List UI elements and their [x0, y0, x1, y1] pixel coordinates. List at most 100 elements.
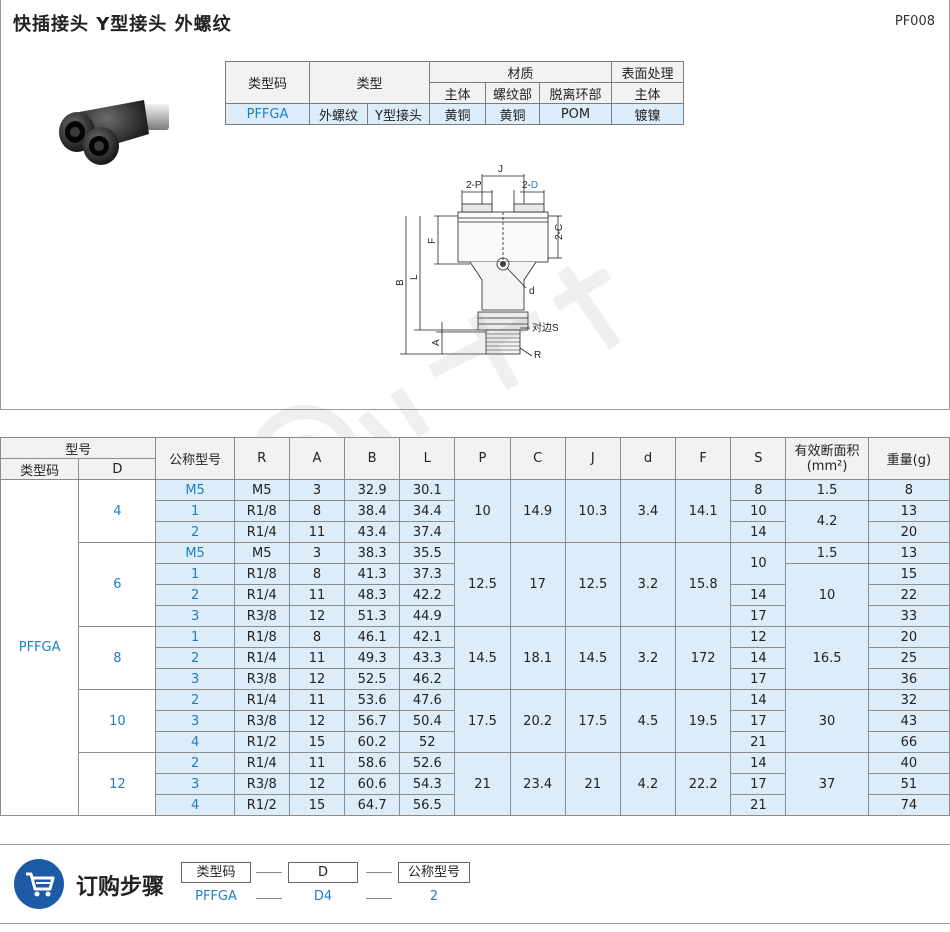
cell-P: 12.5	[454, 542, 511, 627]
cell-weight: 33	[867, 605, 950, 627]
cell-C: 23.4	[509, 752, 566, 816]
header-area-label: 有效断面积	[794, 443, 860, 459]
spec-surface: 镀镍	[611, 103, 684, 125]
order-connector-4	[366, 898, 392, 899]
dim-A: A	[431, 339, 442, 346]
cell-R: M5	[233, 479, 290, 501]
cell-R: R1/4	[233, 521, 290, 543]
cell-weight: 66	[867, 731, 950, 753]
cell-C: 14.9	[509, 479, 566, 543]
cart-icon	[14, 859, 64, 909]
cell-J: 14.5	[564, 626, 621, 690]
cell-weight: 15	[867, 563, 950, 585]
header-area: 有效断面积 (mm²)	[785, 437, 869, 480]
cell-C: 17	[509, 542, 566, 627]
header-F: F	[675, 437, 732, 480]
cell-C: 20.2	[509, 689, 566, 753]
cell-P: 10	[454, 479, 511, 543]
header-d: d	[619, 437, 677, 480]
cell-S: 14	[730, 689, 787, 711]
cell-nominal: 2	[155, 647, 235, 669]
cell-F: 22.2	[675, 752, 732, 816]
cell-area: 1.5	[785, 542, 869, 564]
cell-A: 3	[288, 542, 346, 564]
cell-B: 38.4	[344, 500, 401, 522]
cell-B: 58.6	[344, 752, 401, 774]
cell-weight: 32	[867, 689, 950, 711]
cell-nominal: 1	[155, 500, 235, 522]
cell-S: 17	[730, 773, 787, 795]
cell-L: 46.2	[399, 668, 456, 690]
cell-weight: 8	[867, 479, 950, 501]
dim-L: L	[409, 274, 420, 280]
model-spec-table: 型号 公称型号 R A B L P C J d F S 有效断面积 (mm²) …	[0, 437, 950, 816]
dim-D: D	[531, 180, 538, 191]
cell-D: 10	[78, 689, 157, 753]
dim-P: 2-P	[466, 180, 482, 191]
header-P: P	[454, 437, 511, 480]
cell-area: 4.2	[785, 500, 869, 543]
spec-header-type-code: 类型码	[225, 61, 310, 104]
order-connector-2	[366, 872, 392, 873]
header-L: L	[399, 437, 456, 480]
cell-R: R3/8	[233, 605, 290, 627]
cell-B: 32.9	[344, 479, 401, 501]
cell-B: 52.5	[344, 668, 401, 690]
cell-S: 12	[730, 626, 787, 648]
cell-weight: 20	[867, 626, 950, 648]
cell-S: 21	[730, 731, 787, 753]
cell-d: 4.2	[619, 752, 677, 816]
cell-L: 54.3	[399, 773, 456, 795]
cell-weight: 43	[867, 710, 950, 732]
cell-nominal: 3	[155, 668, 235, 690]
spec-type-2: Y型接头	[367, 103, 430, 125]
dim-d: d	[529, 286, 535, 297]
cell-J: 12.5	[564, 542, 621, 627]
cell-P: 14.5	[454, 626, 511, 690]
cell-d: 3.2	[619, 626, 677, 690]
spec-header-body: 主体	[429, 82, 486, 104]
header-model: 型号	[0, 437, 157, 459]
spec-header-material: 材质	[429, 61, 612, 83]
cell-D: 8	[78, 626, 157, 690]
cell-A: 12	[288, 668, 346, 690]
cell-S: 14	[730, 584, 787, 606]
cell-R: R3/8	[233, 710, 290, 732]
spec-header-type: 类型	[309, 61, 430, 104]
cell-weight: 20	[867, 521, 950, 543]
cell-F: 172	[675, 626, 732, 690]
cell-type-code: PFFGA	[0, 479, 80, 816]
cell-F: 19.5	[675, 689, 732, 753]
cell-weight: 22	[867, 584, 950, 606]
cell-d: 3.2	[619, 542, 677, 627]
cell-R: R1/8	[233, 500, 290, 522]
cell-L: 44.9	[399, 605, 456, 627]
cell-weight: 51	[867, 773, 950, 795]
cell-A: 11	[288, 521, 346, 543]
dim-S: 对边S	[532, 321, 559, 334]
order-value-type-code: PFFGA	[195, 889, 237, 904]
cell-L: 43.3	[399, 647, 456, 669]
cell-B: 48.3	[344, 584, 401, 606]
product-code: PF008	[894, 14, 935, 29]
cell-L: 30.1	[399, 479, 456, 501]
cell-S: 10	[730, 500, 787, 522]
header-B: B	[344, 437, 401, 480]
header-area-unit: (mm²)	[806, 458, 848, 474]
dim-J: J	[498, 164, 503, 175]
cell-L: 42.1	[399, 626, 456, 648]
cell-L: 37.3	[399, 563, 456, 585]
cell-R: R1/2	[233, 794, 290, 816]
spec-header-surface-body: 主体	[611, 82, 684, 104]
header-type-code: 类型码	[0, 458, 80, 480]
cell-R: R3/8	[233, 668, 290, 690]
cell-B: 60.2	[344, 731, 401, 753]
cell-S: 17	[730, 605, 787, 627]
